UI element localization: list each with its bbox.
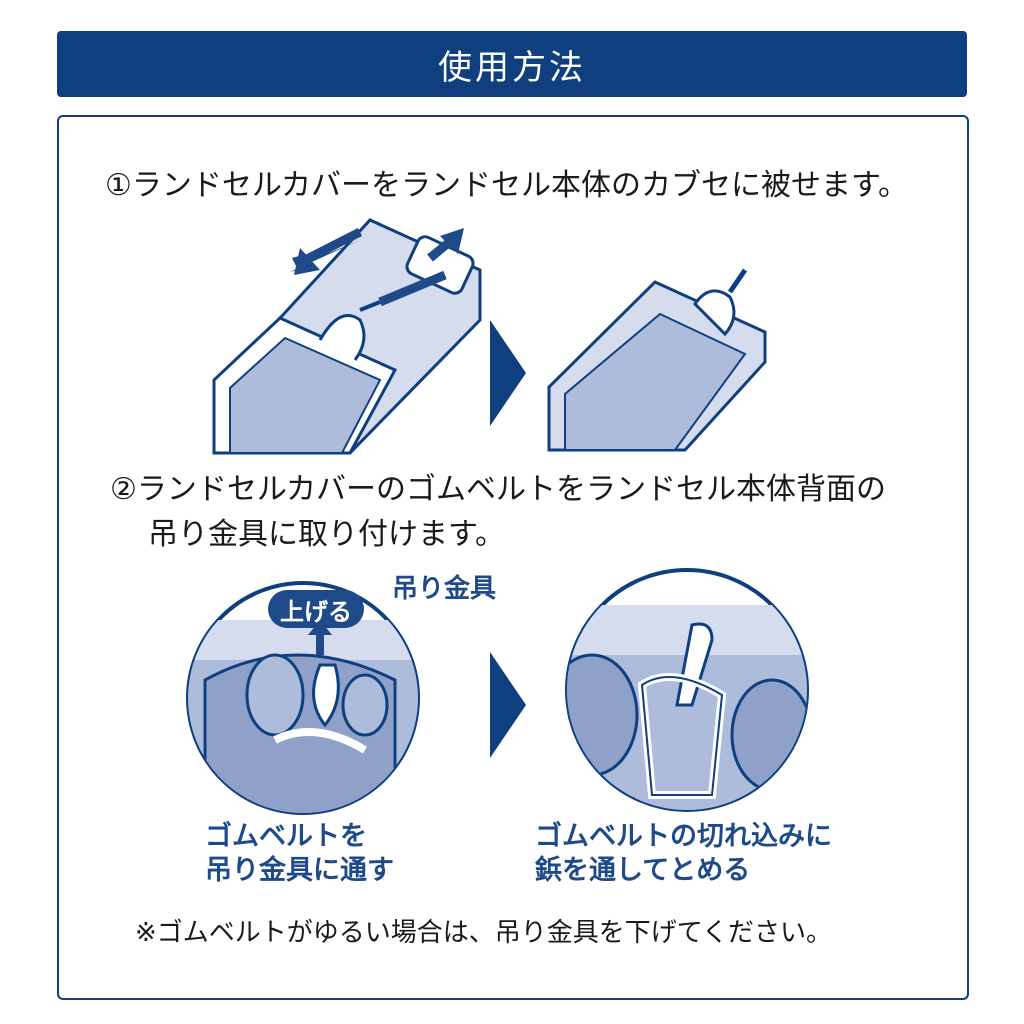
- lift-label-badge: 上げる: [268, 590, 364, 628]
- step1-before-illustration: [212, 218, 482, 455]
- arrow-right-icon: [490, 320, 526, 426]
- footnote: ※ゴムベルトがゆるい場合は、吊り金具を下げてください。: [135, 918, 833, 948]
- caption-left-line1: ゴムベルトを: [205, 821, 367, 852]
- step-2-text-line2: 吊り金具に取り付けます。: [148, 517, 505, 552]
- step1-after-illustration: [547, 268, 767, 452]
- caption-right-line2: 鋲を通してとめる: [535, 855, 751, 886]
- hook-label: 吊り金具: [392, 574, 497, 604]
- step2-right-illustration: [565, 568, 809, 812]
- step-2-text-line1: ②ランドセルカバーのゴムベルトをランドセル本体背面の: [110, 472, 886, 507]
- arrow-right-icon: [490, 652, 526, 758]
- step-1-text: ①ランドセルカバーをランドセル本体のカブセに被せます。: [105, 168, 908, 203]
- instruction-panel: [57, 115, 969, 1000]
- page-title: 使用方法: [438, 47, 586, 88]
- step2-left-illustration: [186, 581, 420, 815]
- caption-left-line2: 吊り金具に通す: [205, 855, 394, 886]
- caption-right-line1: ゴムベルトの切れ込みに: [535, 821, 832, 852]
- header-bar: 使用方法: [57, 31, 967, 97]
